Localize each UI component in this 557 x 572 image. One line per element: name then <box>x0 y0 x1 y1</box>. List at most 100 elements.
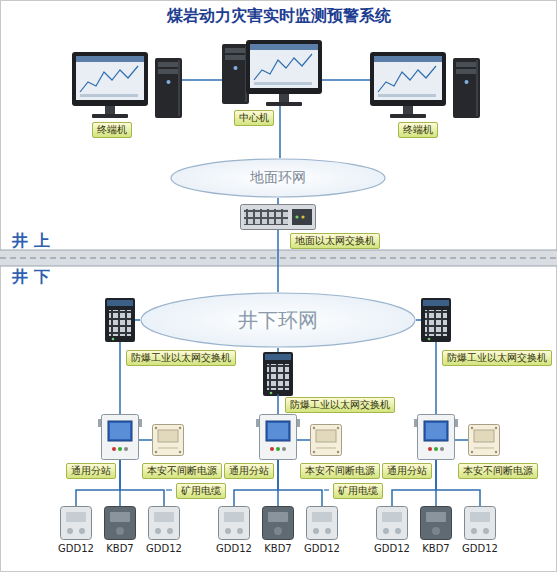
computer-icon <box>72 52 148 118</box>
explosion-proof-switch: 防爆工业以太网交换机 <box>421 298 451 342</box>
sensor-box: GDD12 <box>60 506 92 540</box>
sensor-icon <box>377 507 408 540</box>
device-tag: 终端机 <box>398 122 438 138</box>
device-tag: 防爆工业以太网交换机 <box>442 350 552 366</box>
cable-connector <box>435 342 437 414</box>
computer-icon <box>246 40 322 106</box>
cable-connector <box>277 230 279 292</box>
level-label: 井 下 <box>12 268 50 286</box>
cable-connector <box>322 79 370 81</box>
device-label: GDD12 <box>216 543 252 555</box>
cable-connector <box>416 319 421 321</box>
switch-icon <box>421 298 451 342</box>
explosion-proof-switch: 防爆工业以太网交换机 <box>105 298 135 342</box>
substation-box: 通用分站 <box>259 414 297 460</box>
sensor-icon <box>263 507 294 540</box>
ethernet-switch: 地面以太网交换机 <box>240 204 316 230</box>
diagram-title: 煤岩动力灾害实时监测预警系统 <box>0 6 557 26</box>
device-tag: 通用分站 <box>66 463 116 479</box>
device-label: GDD12 <box>304 543 340 555</box>
device-tag: 本安不间断电源 <box>142 463 222 479</box>
device-tag: 通用分站 <box>382 463 432 479</box>
substation-box: 通用分站 <box>101 414 139 460</box>
device-label: KBD7 <box>264 543 291 555</box>
cable-connector <box>455 439 468 441</box>
cable-tag: 矿用电缆 <box>333 483 383 499</box>
ring-outline <box>171 159 385 197</box>
substation-box: 通用分站 <box>417 414 455 460</box>
device-label: GDD12 <box>146 543 182 555</box>
computer-icon <box>72 40 480 118</box>
device-label: GDD12 <box>462 543 498 555</box>
sensor-box: GDD12 <box>376 506 408 540</box>
device-label: GDD12 <box>58 543 94 555</box>
sensor-box: KBD7 <box>104 506 136 540</box>
sensor-box: GDD12 <box>218 506 250 540</box>
device-tag: 地面以太网交换机 <box>290 233 380 249</box>
ring-label: 井下环网 <box>238 307 318 334</box>
ups-box: 本安不间断电源 <box>468 424 500 456</box>
device-tag: 中心机 <box>234 110 274 126</box>
sensor-box: KBD7 <box>262 506 294 540</box>
ring-label: 地面环网 <box>250 169 306 187</box>
sensor-icon <box>61 507 92 540</box>
device-tag: 终端机 <box>92 122 132 138</box>
device-tag: 防爆工业以太网交换机 <box>285 397 395 413</box>
substation-icon <box>98 415 458 460</box>
terminal-computer: 终端机 <box>370 52 480 118</box>
substation-icon <box>256 415 300 460</box>
device-tag: 本安不间断电源 <box>458 463 538 479</box>
sensor-icon <box>105 507 136 540</box>
switch-icon <box>241 205 316 230</box>
device-tag: 本安不间断电源 <box>300 463 380 479</box>
cable-connector <box>279 106 281 158</box>
cable-connector <box>182 79 222 81</box>
substation-icon <box>98 415 142 460</box>
sensor-icon <box>149 507 180 540</box>
sensor-icon <box>61 507 496 540</box>
ups-icon <box>153 425 500 456</box>
sensor-icon <box>421 507 452 540</box>
cable-connector <box>119 342 121 414</box>
cable-connector <box>139 439 152 441</box>
cable-connector <box>135 319 140 321</box>
leader-line <box>324 489 329 490</box>
cable-tag: 矿用电缆 <box>176 483 226 499</box>
switch-icon <box>105 298 135 342</box>
leader-line <box>166 489 172 490</box>
ups-icon <box>311 425 342 456</box>
cable-connector <box>277 198 279 204</box>
ups-icon <box>469 425 500 456</box>
cable-connector <box>277 348 279 352</box>
sensor-box: KBD7 <box>420 506 452 540</box>
sensor-box: GDD12 <box>306 506 338 540</box>
computer-icon <box>155 58 182 118</box>
ring-network: 井下环网 <box>140 292 416 348</box>
sensor-icon <box>307 507 338 540</box>
ring-outline <box>141 293 415 347</box>
switch-icon <box>263 352 293 396</box>
device-tag: 通用分站 <box>224 463 274 479</box>
device-label: KBD7 <box>422 543 449 555</box>
sensor-icon <box>465 507 496 540</box>
ups-icon <box>153 425 184 456</box>
sensor-box: GDD12 <box>148 506 180 540</box>
switch-icon <box>105 205 451 397</box>
computer-icon <box>370 52 446 118</box>
center-computer: 中心机 <box>222 38 322 106</box>
level-label: 井 上 <box>12 232 50 250</box>
computer-icon <box>222 44 249 104</box>
ups-box: 本安不间断电源 <box>310 424 342 456</box>
cable-connector <box>277 394 279 414</box>
cable-connector <box>297 439 310 441</box>
ring-network: 地面环网 <box>170 158 386 198</box>
sensor-box: GDD12 <box>464 506 496 540</box>
terminal-computer: 终端机 <box>72 52 182 118</box>
explosion-proof-switch: 防爆工业以太网交换机 <box>263 352 293 394</box>
ups-box: 本安不间断电源 <box>152 424 184 456</box>
device-label: KBD7 <box>106 543 133 555</box>
computer-icon <box>453 58 480 118</box>
